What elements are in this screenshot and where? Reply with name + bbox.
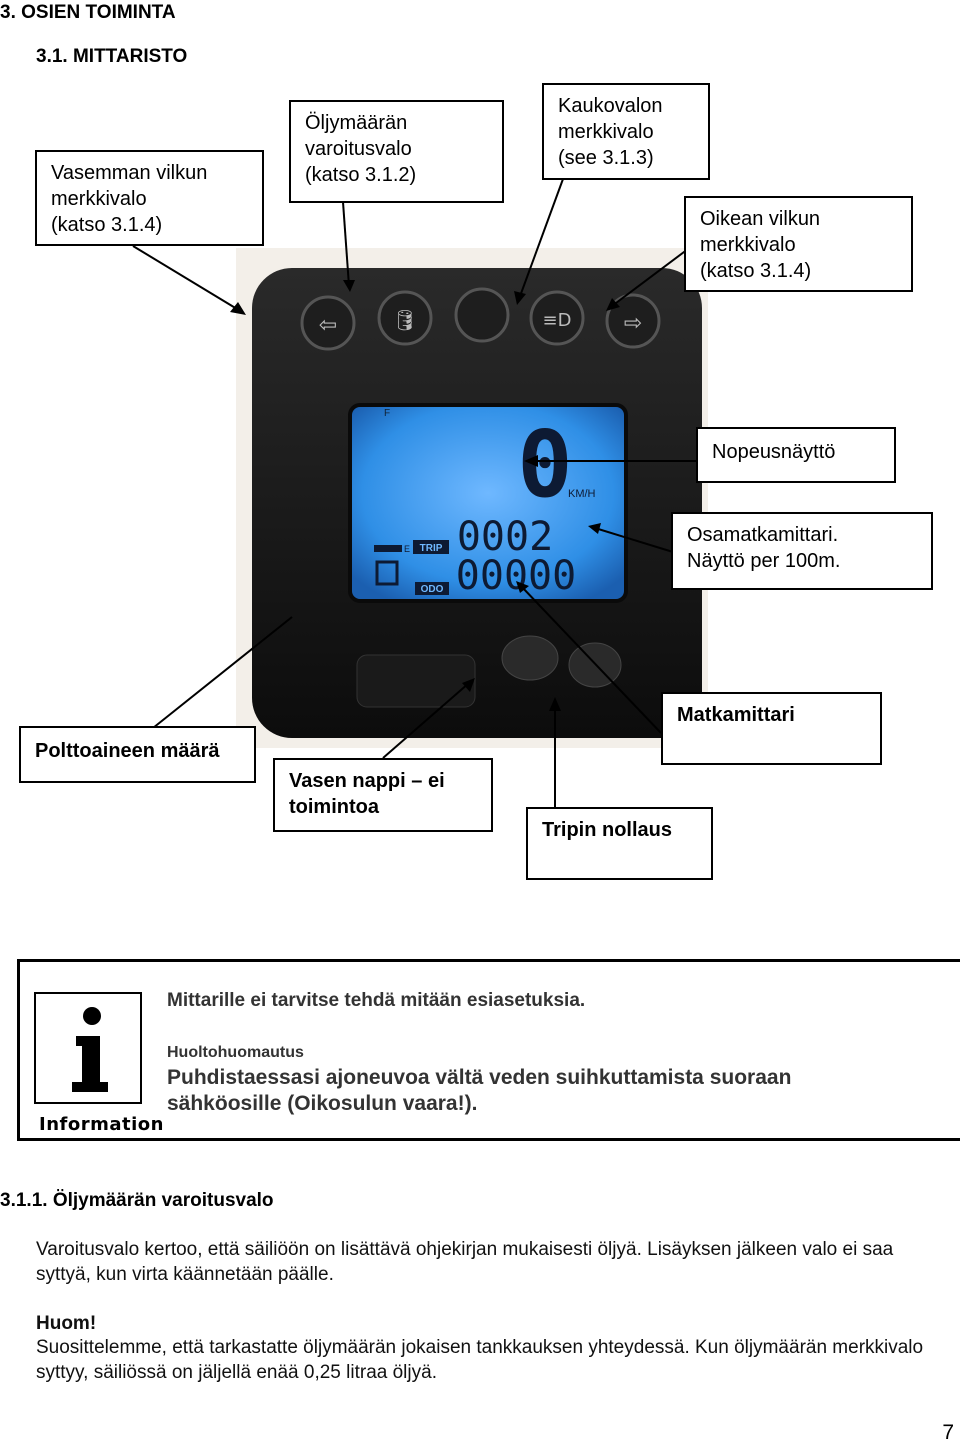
callout-line: Osamatkamittari. [687, 524, 839, 546]
fuel-pump-icon [375, 560, 399, 586]
chapter-heading: 3. OSIEN TOIMINTA [0, 2, 176, 23]
indicator-lamps: ⇦ 🛢 ≡D ⇨ [300, 287, 661, 351]
oil-paragraph-2: Suosittelemme, että tarkastatte öljymäär… [36, 1337, 924, 1383]
callout-line: Nopeusnäyttö [712, 441, 836, 463]
trip-readout: 0002 [457, 514, 553, 560]
callout-high-beam: Kaukovalon merkkivalo (see 3.1.3) [542, 83, 710, 180]
callout-speed: Nopeusnäyttö [696, 427, 896, 483]
fuel-bar [374, 545, 402, 552]
leader-lines [132, 178, 697, 808]
gauge-illustration: ⇦ 🛢 ≡D ⇨ F 0 KM/H E TRIP 0002 ODO 00000 [132, 178, 708, 808]
callout-right-turn: Oikean vilkun merkkivalo (katso 3.1.4) [684, 196, 913, 292]
info-i-icon [72, 1007, 108, 1092]
right-turn-lamp [605, 293, 661, 349]
callout-line: toimintoa [289, 796, 379, 818]
odo-readout: 00000 [456, 553, 576, 599]
left-button [356, 654, 476, 708]
fuel-full-label: F [384, 408, 390, 419]
callout-fuel: Polttoaineen määrä [19, 726, 256, 783]
callout-left-button: Vasen nappi – ei toimintoa [273, 758, 493, 832]
callout-line: Näyttö per 100m. [687, 550, 841, 572]
right-arrow-icon: ⇨ [624, 311, 642, 336]
callout-line: Vasen nappi – ei [289, 770, 445, 792]
speed-unit: KM/H [568, 488, 596, 500]
info-label: Huoltohuomautus [167, 1044, 304, 1061]
callout-line: Polttoaineen määrä [35, 740, 220, 762]
callout-line: merkkivalo [51, 188, 147, 210]
odo-tag-bg [415, 582, 449, 595]
callout-trip-reset: Tripin nollaus [526, 807, 713, 880]
callout-line: (katso 3.1.4) [51, 214, 163, 236]
odo-tag: ODO [421, 584, 444, 595]
trip-tag: TRIP [420, 543, 443, 554]
oil-paragraph-1: Varoitusvalo kertoo, että säiliöön on li… [36, 1239, 894, 1285]
info-cleaning-note: Puhdistaessasi ajoneuvoa vältä veden sui… [167, 1066, 792, 1115]
speed-readout: 0 [517, 411, 572, 518]
information-caption: Information [39, 1114, 164, 1135]
callout-line: (see 3.1.3) [558, 147, 654, 169]
information-icon [34, 992, 142, 1104]
section-heading: 3.1. MITTARISTO [36, 46, 188, 67]
callout-line: varoitusvalo [305, 138, 412, 160]
callout-line: Kaukovalon [558, 95, 663, 117]
callout-line: (katso 3.1.2) [305, 164, 417, 186]
callout-left-turn: Vasemman vilkun merkkivalo (katso 3.1.4) [35, 150, 264, 246]
callout-odometer: Matkamittari [661, 692, 882, 765]
left-arrow-icon: ⇦ [319, 313, 337, 338]
oil-lamp [377, 290, 433, 346]
high-beam-icon: ≡D [543, 310, 572, 331]
blank-lamp [454, 287, 510, 343]
trip-reset-button [501, 635, 559, 681]
callout-line: Tripin nollaus [542, 819, 673, 841]
callout-trip-meter: Osamatkamittari. Näyttö per 100m. [671, 512, 933, 590]
callout-line: (katso 3.1.4) [700, 260, 812, 282]
callout-line: Öljymäärän [305, 112, 408, 134]
trip-tag-bg [413, 540, 449, 554]
callout-line: merkkivalo [700, 234, 796, 256]
callout-oil: Öljymäärän varoitusvalo (katso 3.1.2) [289, 100, 504, 203]
information-box: Information Mittarille ei tarvitse tehdä… [17, 959, 960, 1141]
fuel-empty-label: E [404, 544, 410, 554]
callout-line: Matkamittari [677, 704, 795, 726]
arrow-heads [230, 280, 620, 711]
callout-line: Oikean vilkun [700, 208, 821, 230]
oil-can-icon: 🛢 [392, 308, 417, 332]
left-turn-lamp [300, 295, 356, 351]
high-beam-lamp [529, 290, 585, 346]
page-number: 7 [942, 1421, 954, 1444]
oil-section-title: 3.1.1. Öljymäärän varoitusvalo [0, 1190, 274, 1211]
callout-line: merkkivalo [558, 121, 654, 143]
note-label: Huom! [36, 1313, 97, 1334]
callout-line: Vasemman vilkun [51, 162, 208, 184]
info-preset-note: Mittarille ei tarvitse tehdä mitään esia… [167, 990, 586, 1011]
